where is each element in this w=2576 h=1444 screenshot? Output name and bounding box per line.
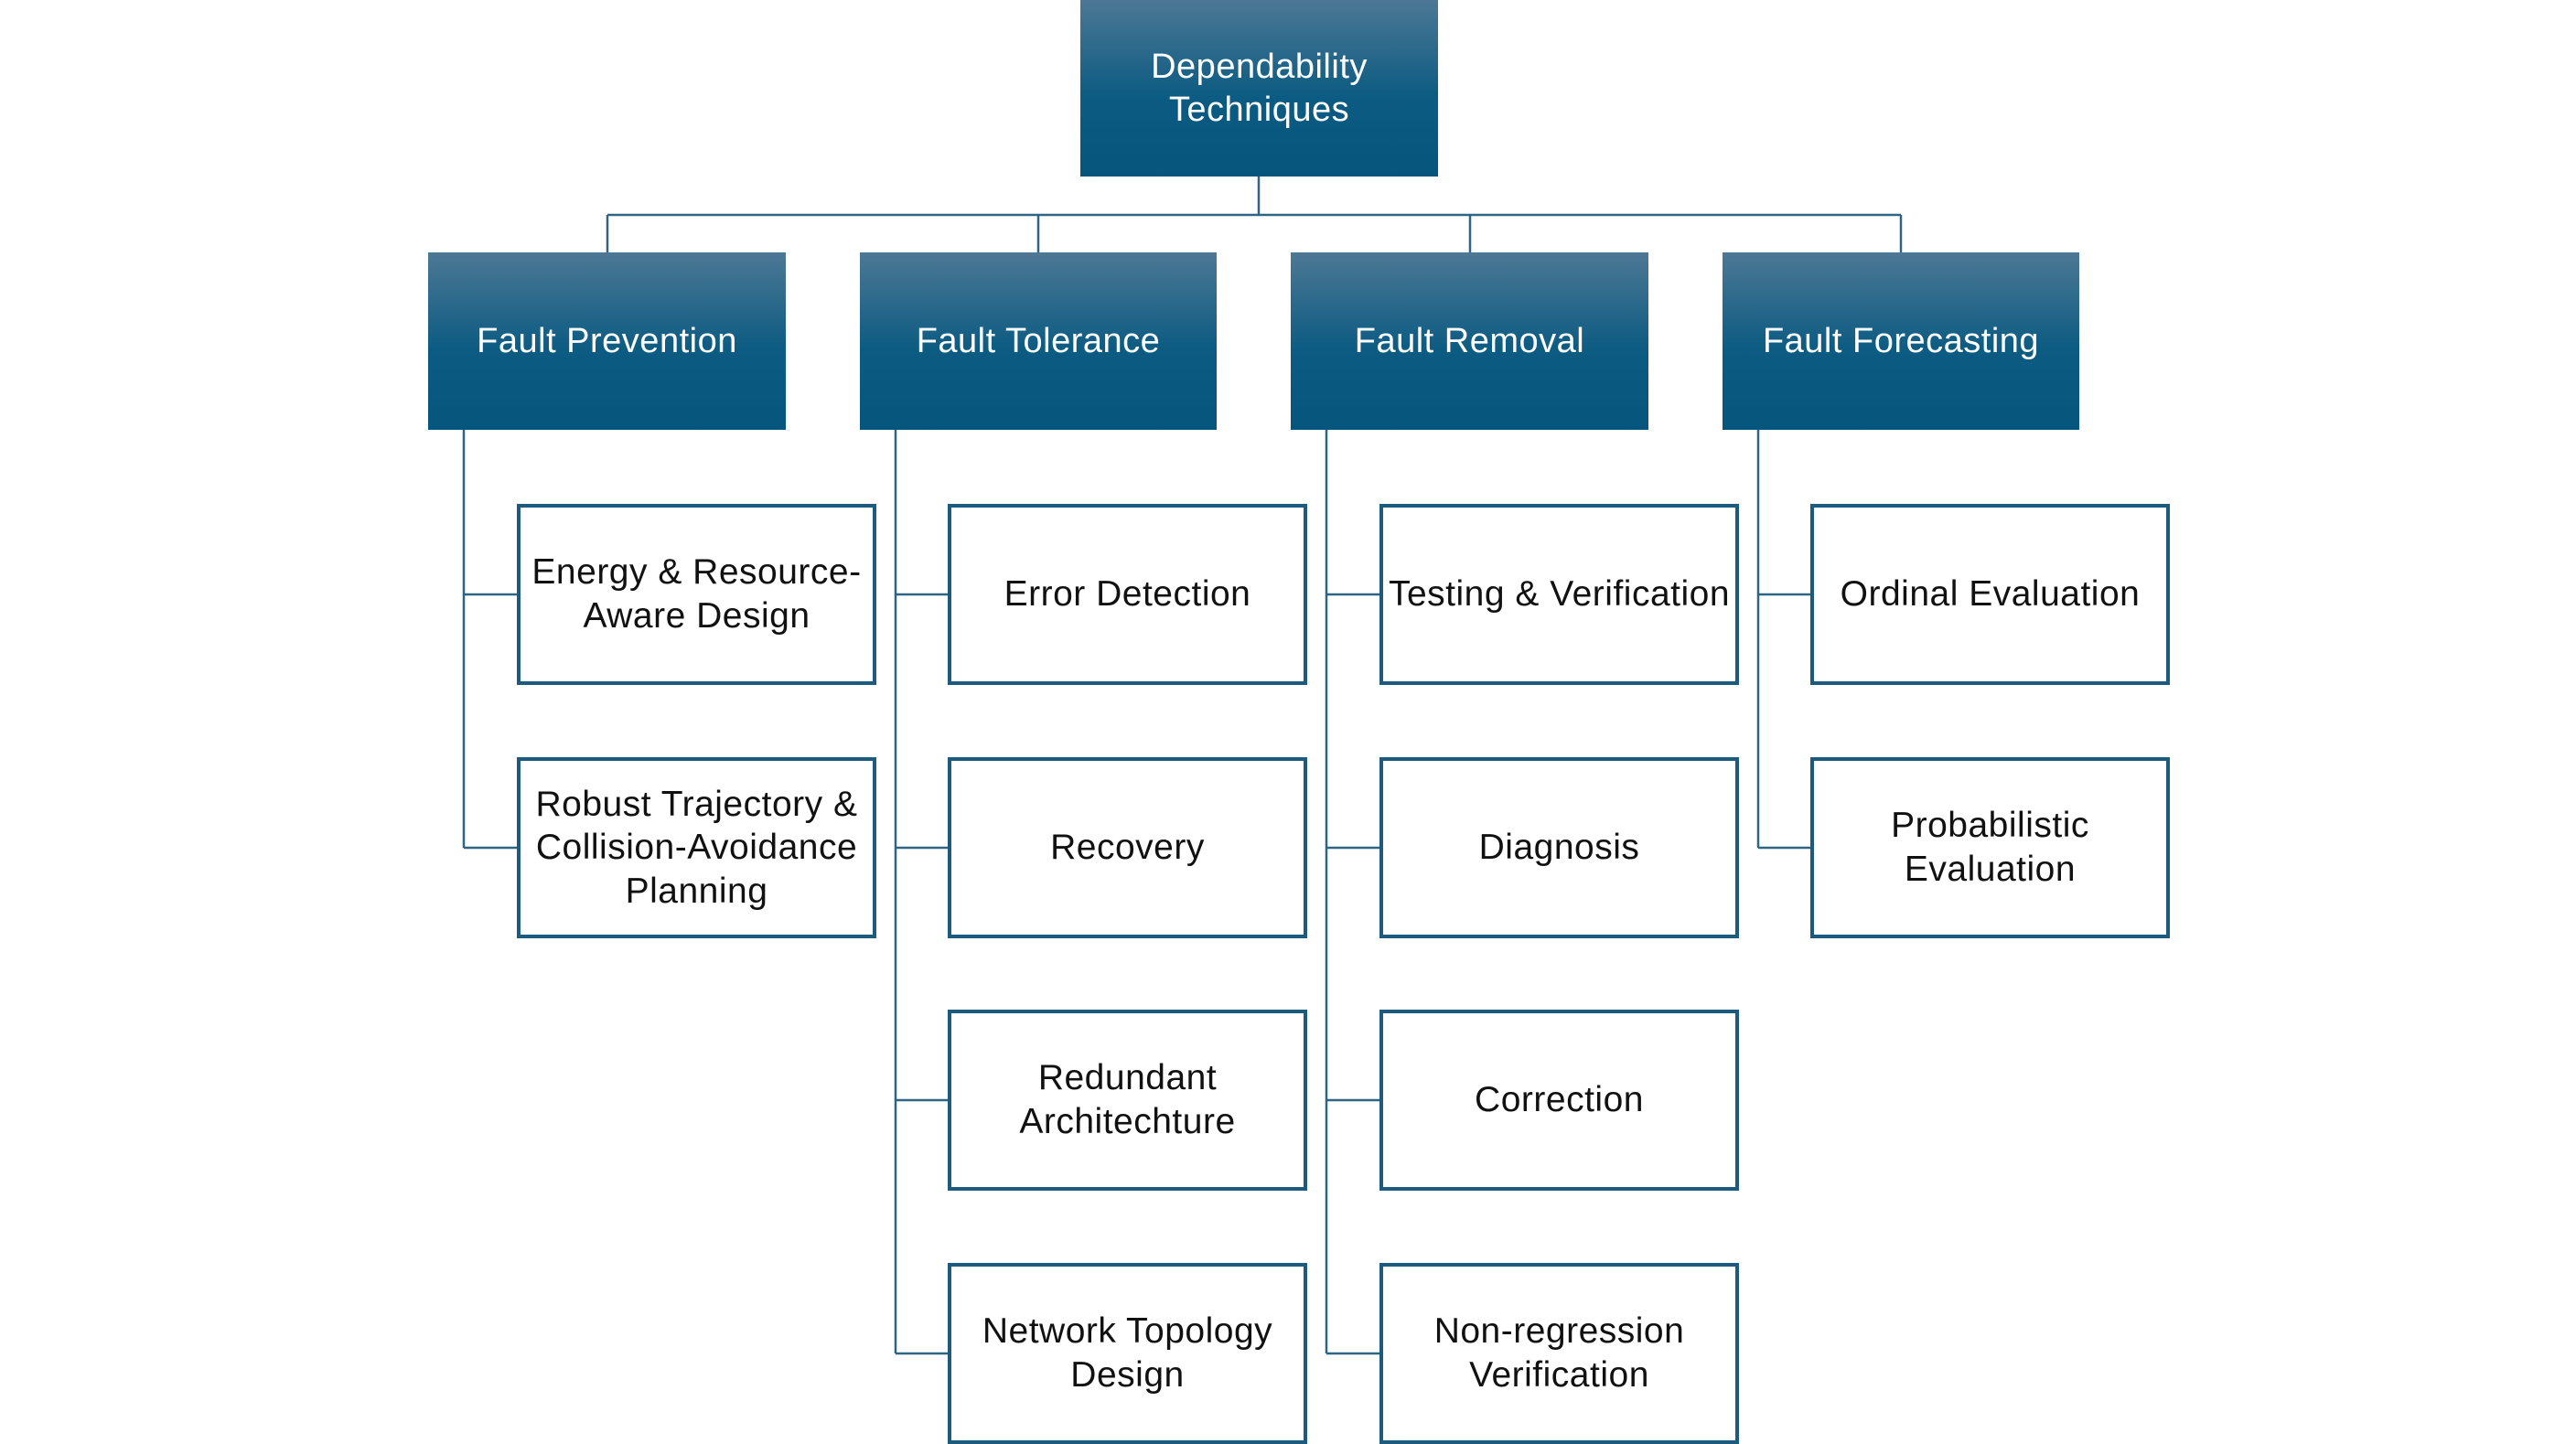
category-fault-removal: Fault Removal: [1291, 252, 1648, 430]
leaf-error-detection: Error Detection: [948, 504, 1307, 685]
leaf-network-topology-design: Network Topology Design: [948, 1263, 1307, 1444]
leaf-testing-verification: Testing & Verification: [1379, 504, 1739, 685]
leaf-energy-resource-aware-design: Energy & Resource- Aware Design: [517, 504, 876, 685]
leaf-correction: Correction: [1379, 1010, 1739, 1191]
leaf-diagnosis: Diagnosis: [1379, 757, 1739, 938]
root-node: Dependability Techniques: [1080, 0, 1438, 176]
category-fault-tolerance: Fault Tolerance: [860, 252, 1217, 430]
leaf-redundant-architechture: Redundant Architechture: [948, 1010, 1307, 1191]
leaf-probabilistic-evaluation: Probabilistic Evaluation: [1810, 757, 2170, 938]
leaf-ordinal-evaluation: Ordinal Evaluation: [1810, 504, 2170, 685]
leaf-robust-trajectory-planning: Robust Trajectory & Collision-Avoidance …: [517, 757, 876, 938]
category-fault-forecasting: Fault Forecasting: [1723, 252, 2079, 430]
leaf-recovery: Recovery: [948, 757, 1307, 938]
leaf-non-regression-verification: Non-regression Verification: [1379, 1263, 1739, 1444]
category-fault-prevention: Fault Prevention: [428, 252, 786, 430]
